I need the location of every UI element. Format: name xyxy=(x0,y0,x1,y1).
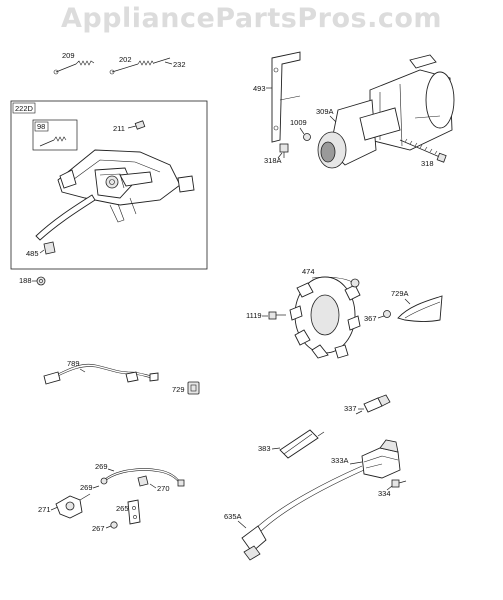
callout-318: 318 xyxy=(421,159,434,168)
screw-334[interactable] xyxy=(391,479,407,488)
callout-222d: 222D xyxy=(15,104,34,113)
group-tag-222d xyxy=(12,102,36,114)
group-box-222d xyxy=(10,100,208,270)
callout-729a: 729A xyxy=(391,289,409,298)
callout-1009: 1009 xyxy=(290,118,307,127)
spark-plug-337[interactable] xyxy=(355,394,391,415)
screw-267[interactable] xyxy=(110,521,118,529)
group-tag-98 xyxy=(34,121,49,132)
clip-485[interactable] xyxy=(43,241,56,255)
callout-270: 270 xyxy=(157,484,170,493)
callout-232: 232 xyxy=(173,60,186,69)
callout-265: 265 xyxy=(116,504,129,513)
callout-1119: 1119 xyxy=(246,311,262,320)
callout-309a: 309A xyxy=(316,107,334,116)
callout-188: 188 xyxy=(19,276,32,285)
spring-209[interactable] xyxy=(53,60,95,75)
cable-269[interactable] xyxy=(100,468,185,487)
bolt-318a[interactable] xyxy=(279,143,289,158)
callout-267: 267 xyxy=(92,524,105,533)
callout-635a: 635A xyxy=(224,512,242,521)
callout-337: 337 xyxy=(344,404,357,413)
callout-271: 271 xyxy=(38,505,51,514)
callout-98: 98 xyxy=(37,122,45,131)
clip-270[interactable] xyxy=(137,475,149,487)
watermark-text: AppliancePartsPros.com xyxy=(60,3,443,34)
callout-485: 485 xyxy=(26,249,39,258)
callout-211: 211 xyxy=(113,124,125,133)
callout-334: 334 xyxy=(378,489,391,498)
terminal-729[interactable] xyxy=(187,381,200,395)
nut-1009[interactable] xyxy=(303,133,311,141)
screw-367[interactable] xyxy=(383,310,391,318)
bolt-318[interactable] xyxy=(399,138,447,163)
callout-209: 209 xyxy=(62,51,75,60)
callout-318a: 318A xyxy=(264,156,282,165)
lever-271[interactable] xyxy=(55,493,91,519)
resistor-383[interactable] xyxy=(279,429,325,459)
callout-269-top: 269 xyxy=(95,462,108,471)
callout-202: 202 xyxy=(119,55,132,64)
wire-harness-789[interactable] xyxy=(43,363,159,385)
callout-729: 729 xyxy=(172,385,185,394)
callout-789: 789 xyxy=(67,359,80,368)
screw-1119[interactable] xyxy=(268,311,286,320)
bracket-265[interactable] xyxy=(127,499,141,525)
starter-motor[interactable] xyxy=(317,54,455,169)
starter-bracket-493[interactable] xyxy=(271,51,301,143)
callout-333a: 333A xyxy=(331,456,349,465)
ignition-module-333a[interactable] xyxy=(361,439,401,479)
bracket-729a[interactable] xyxy=(397,295,443,322)
screw-211[interactable] xyxy=(134,120,146,130)
spring-202[interactable] xyxy=(109,57,171,75)
spring-98[interactable] xyxy=(39,136,67,147)
nut-188[interactable] xyxy=(36,276,46,286)
control-bracket-assembly[interactable] xyxy=(35,149,195,241)
alternator-474[interactable] xyxy=(289,276,361,359)
spark-plug-lead-635a[interactable] xyxy=(241,465,365,561)
callout-269-bottom: 269 xyxy=(80,483,93,492)
callout-367: 367 xyxy=(364,314,377,323)
callout-383: 383 xyxy=(258,444,271,453)
callout-474: 474 xyxy=(302,267,315,276)
group-box-98 xyxy=(32,119,78,151)
callout-493: 493 xyxy=(253,84,266,93)
